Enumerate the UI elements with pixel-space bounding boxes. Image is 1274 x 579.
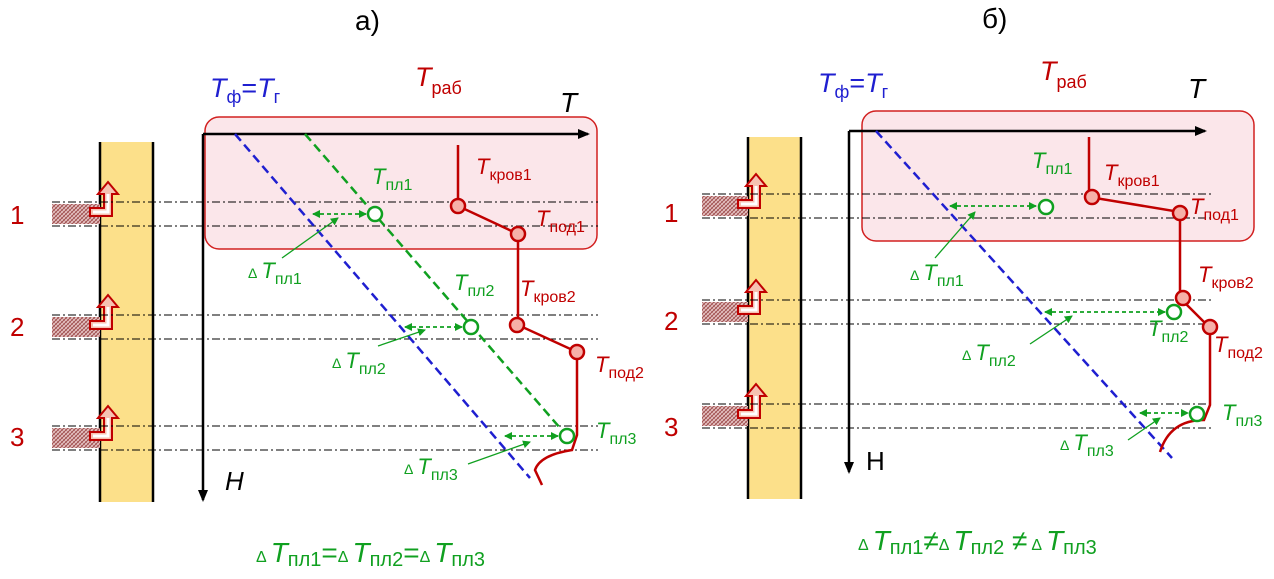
panel-b-axis-h-label: Н bbox=[866, 446, 885, 476]
panel-b-layer-2: 2 bbox=[664, 306, 678, 336]
panel-b-layer-3: 3 bbox=[664, 412, 678, 442]
panel-b-label-tpl2: Tпл2 bbox=[1148, 316, 1188, 346]
panel-a-layer-1: 1 bbox=[10, 200, 24, 230]
panel-a-label-tkrov2: Tкров2 bbox=[520, 276, 576, 306]
panel-b-layer-1: 1 bbox=[664, 198, 678, 228]
panel-b-label-tkrov1: Tкров1 bbox=[1104, 160, 1160, 190]
panel-b-label-trab: Tраб bbox=[1040, 56, 1087, 92]
panel-b-point-tpod1 bbox=[1171, 204, 1189, 222]
panel-a-label-tpod2: Tпод2 bbox=[595, 352, 644, 382]
panel-b-point-tpl2 bbox=[1165, 303, 1183, 321]
panel-a-axis-h-label: H bbox=[225, 466, 244, 496]
panel-a-point-tkrov1 bbox=[449, 197, 467, 215]
panel-b-point-tpl1 bbox=[1037, 198, 1055, 216]
panel-a-perforation-1 bbox=[52, 204, 100, 224]
panel-a: а) 1 2 3 bbox=[10, 5, 644, 571]
panel-a-label-tkrov1: Tкров1 bbox=[476, 154, 532, 184]
panel-a-title: а) bbox=[355, 5, 380, 36]
panel-a-point-tpl2 bbox=[462, 318, 480, 336]
panel-a-point-tpod1 bbox=[509, 225, 527, 243]
panel-a-label-tpl3: Tпл3 bbox=[596, 418, 636, 448]
panel-a-layer-3: 3 bbox=[10, 422, 24, 452]
panel-a-perforation-2 bbox=[52, 317, 100, 337]
panel-b-point-tkrov1 bbox=[1083, 188, 1101, 206]
panel-a-point-tpl3 bbox=[558, 427, 576, 445]
panel-a-working-zone bbox=[204, 116, 598, 250]
panel-a-layer-2: 2 bbox=[10, 312, 24, 342]
panel-a-point-tpod2 bbox=[568, 343, 586, 361]
panel-a-geotherm-line bbox=[234, 133, 531, 479]
panel-a-label-tf-tg: Tф=Tг bbox=[210, 73, 281, 107]
panel-b-perforation-2 bbox=[702, 302, 748, 322]
panel-b-title: б) bbox=[982, 3, 1007, 34]
panel-b-point-tkrov2 bbox=[1174, 289, 1192, 307]
panel-a-point-tpl1 bbox=[366, 205, 384, 223]
panel-a-point-tkrov2 bbox=[508, 316, 526, 334]
panel-b-perforation-3 bbox=[702, 406, 748, 426]
panel-b-point-tpod2 bbox=[1201, 318, 1219, 336]
panel-b-axis-t-label: T bbox=[1188, 73, 1207, 104]
panel-a-label-tpod1: Tпод1 bbox=[536, 206, 585, 236]
panel-b-perforation-1 bbox=[702, 196, 748, 216]
panel-b-label-tf-tg: Tф=Tг bbox=[818, 68, 889, 102]
panel-a-label-tpl2: Tпл2 bbox=[454, 270, 494, 300]
panel-a-label-trab: Tраб bbox=[415, 62, 462, 98]
panel-b-label-tpl1: Tпл1 bbox=[1032, 148, 1072, 178]
panel-b-layer-boundaries bbox=[702, 193, 1212, 429]
panel-a-working-temp-profile bbox=[456, 145, 579, 486]
panel-a-axis-t-label: T bbox=[560, 87, 579, 118]
panel-b-label-tpod2: Tпод2 bbox=[1214, 332, 1263, 362]
panel-b-geotherm-line bbox=[875, 130, 1173, 459]
panel-a-layer-temp-line bbox=[304, 133, 568, 437]
panel-a-layer-boundaries bbox=[52, 201, 598, 451]
panel-b: б) 1 2 3 bbox=[664, 3, 1263, 559]
panel-b-label-tkrov2: Tкров2 bbox=[1198, 262, 1254, 292]
panel-b-label-tpod1: Tпод1 bbox=[1190, 194, 1239, 224]
panel-a-perforation-3 bbox=[52, 428, 100, 448]
panel-a-label-tpl1: Tпл1 bbox=[372, 164, 412, 194]
panel-b-label-tpl3: Tпл3 bbox=[1222, 400, 1262, 430]
panel-b-point-tpl3 bbox=[1188, 405, 1206, 423]
